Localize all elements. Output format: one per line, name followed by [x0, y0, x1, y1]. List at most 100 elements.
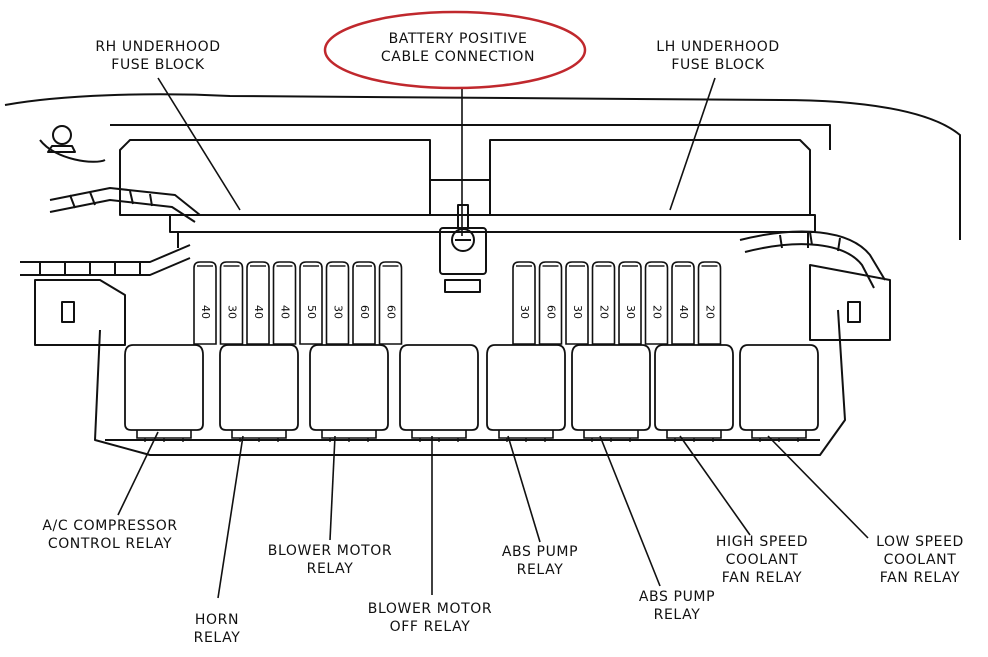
- terminal-rail: [169, 214, 816, 233]
- label-line: A/C COMPRESSOR: [42, 518, 178, 534]
- leader-horn-relay: [217, 435, 244, 599]
- fuse: 60: [538, 261, 563, 345]
- label-high-speed-coolant-fan-relay: HIGH SPEED COOLANT FAN RELAY: [716, 533, 808, 587]
- label-horn-relay: HORN RELAY: [194, 611, 241, 647]
- fuse-group-left: 40 30 40 40 50 30 60 60: [193, 261, 403, 345]
- inner-body-edge: [110, 124, 831, 150]
- label-line: FAN RELAY: [879, 570, 961, 586]
- fuse: 40: [272, 261, 297, 345]
- fuse-rating-label: 60: [358, 305, 371, 319]
- leader-abs-pump-relay-2: [599, 435, 661, 587]
- fuse: 60: [378, 261, 403, 345]
- label-low-speed-coolant-fan-relay: LOW SPEED COOLANT FAN RELAY: [876, 533, 964, 587]
- fuse: 30: [618, 261, 642, 345]
- relay-body: [124, 344, 204, 442]
- label-line: RH UNDERHOOD: [95, 39, 221, 55]
- leader-ac-relay: [117, 431, 159, 516]
- fuse: 20: [644, 261, 669, 345]
- fuse: 30: [325, 261, 350, 345]
- fuse-rating-label: 60: [545, 305, 558, 319]
- label-lh-underhood-fuse-block: LH UNDERHOOD FUSE BLOCK: [656, 38, 779, 74]
- label-line: COOLANT: [725, 552, 799, 568]
- battery-cable-highlight-ellipse: [323, 10, 587, 90]
- label-battery-positive-cable: BATTERY POSITIVE CABLE CONNECTION: [381, 30, 535, 66]
- fuse-rating-label: 20: [598, 305, 611, 319]
- label-line: OFF RELAY: [389, 619, 471, 635]
- battery-terminal-post: [439, 204, 487, 293]
- relay-body: [571, 344, 651, 442]
- label-line: FAN RELAY: [721, 570, 803, 586]
- label-line: RELAY: [193, 630, 241, 646]
- body-panel-outline: [4, 93, 961, 240]
- wiring-harness-left: [20, 187, 201, 276]
- label-line: BLOWER MOTOR: [367, 601, 493, 617]
- left-mount-tab: [34, 279, 126, 346]
- leader-lines: [117, 77, 869, 599]
- label-blower-motor-relay: BLOWER MOTOR RELAY: [268, 542, 392, 578]
- fuse-rating-label: 60: [385, 305, 398, 319]
- fuse-rating-label: 30: [571, 305, 584, 319]
- label-line: COOLANT: [883, 552, 957, 568]
- fuse: 40: [246, 261, 270, 345]
- fuse-rating-label: 20: [704, 305, 717, 319]
- label-line: LH UNDERHOOD: [656, 39, 780, 55]
- fuse-rating-label: 30: [518, 305, 531, 319]
- leader-rh-fuse-block: [157, 77, 241, 211]
- label-line: RELAY: [516, 562, 564, 578]
- fuse-rating-label: 40: [199, 305, 212, 319]
- label-line: ABS PUMP: [638, 589, 716, 605]
- fuse-rating-label: 50: [305, 305, 318, 319]
- fuse-rating-label: 30: [226, 305, 239, 319]
- fuse: 60: [352, 261, 376, 345]
- fender-bolt-left: [39, 125, 106, 163]
- fuse: 40: [193, 261, 217, 345]
- label-line: HORN: [194, 612, 240, 628]
- fuse: 30: [219, 261, 244, 345]
- fuse: 30: [565, 261, 589, 345]
- label-line: FUSE BLOCK: [111, 57, 205, 73]
- relay-body: [486, 344, 566, 442]
- label-abs-pump-relay-1: ABS PUMP RELAY: [502, 543, 578, 579]
- leader-abs-pump-relay-1: [507, 435, 541, 543]
- label-line: FUSE BLOCK: [671, 57, 765, 73]
- fuse-rating-label: 40: [279, 305, 292, 319]
- wiring-harness-right: [739, 230, 886, 289]
- fuse: 20: [591, 261, 616, 345]
- fuse-rating-label: 40: [677, 305, 690, 319]
- label-line: CABLE CONNECTION: [380, 49, 536, 65]
- rail-brackets: [177, 232, 809, 248]
- label-rh-underhood-fuse-block: RH UNDERHOOD FUSE BLOCK: [95, 38, 220, 74]
- label-line: BLOWER MOTOR: [267, 543, 393, 559]
- label-line: HIGH SPEED: [715, 534, 809, 550]
- fuse: 30: [512, 261, 536, 345]
- fuse-rating-label: 30: [332, 305, 345, 319]
- relay-body: [219, 344, 299, 442]
- leader-blower-motor-relay: [329, 435, 336, 541]
- fuse: 20: [697, 261, 722, 345]
- label-blower-motor-off-relay: BLOWER MOTOR OFF RELAY: [368, 600, 492, 636]
- fuse-rating-label: 40: [252, 305, 265, 319]
- relay-body: [399, 344, 479, 442]
- fuse-rating-label: 20: [651, 305, 664, 319]
- leader-low-speed-fan-relay: [767, 435, 869, 539]
- base-tray: [94, 309, 846, 456]
- label-line: CONTROL RELAY: [47, 536, 173, 552]
- label-ac-compressor-relay: A/C COMPRESSOR CONTROL RELAY: [42, 517, 177, 553]
- right-mount-tab: [809, 264, 891, 341]
- label-line: ABS PUMP: [501, 544, 579, 560]
- relay-body: [739, 344, 819, 442]
- fuse: 40: [671, 261, 695, 345]
- fuse: 50: [299, 261, 323, 345]
- label-abs-pump-relay-2: ABS PUMP RELAY: [639, 588, 715, 624]
- fuse-rating-label: 30: [624, 305, 637, 319]
- fuse-group-right: 30 60 30 20 30 20 40 20: [512, 261, 722, 345]
- label-line: RELAY: [653, 607, 701, 623]
- relay-row: [124, 344, 819, 442]
- relay-body: [654, 344, 734, 442]
- relay-body: [309, 344, 389, 442]
- leader-lh-fuse-block: [669, 77, 716, 211]
- fuse-block-upper-cover: [119, 139, 811, 216]
- leader-high-speed-fan-relay: [679, 435, 751, 536]
- label-line: LOW SPEED: [876, 534, 964, 550]
